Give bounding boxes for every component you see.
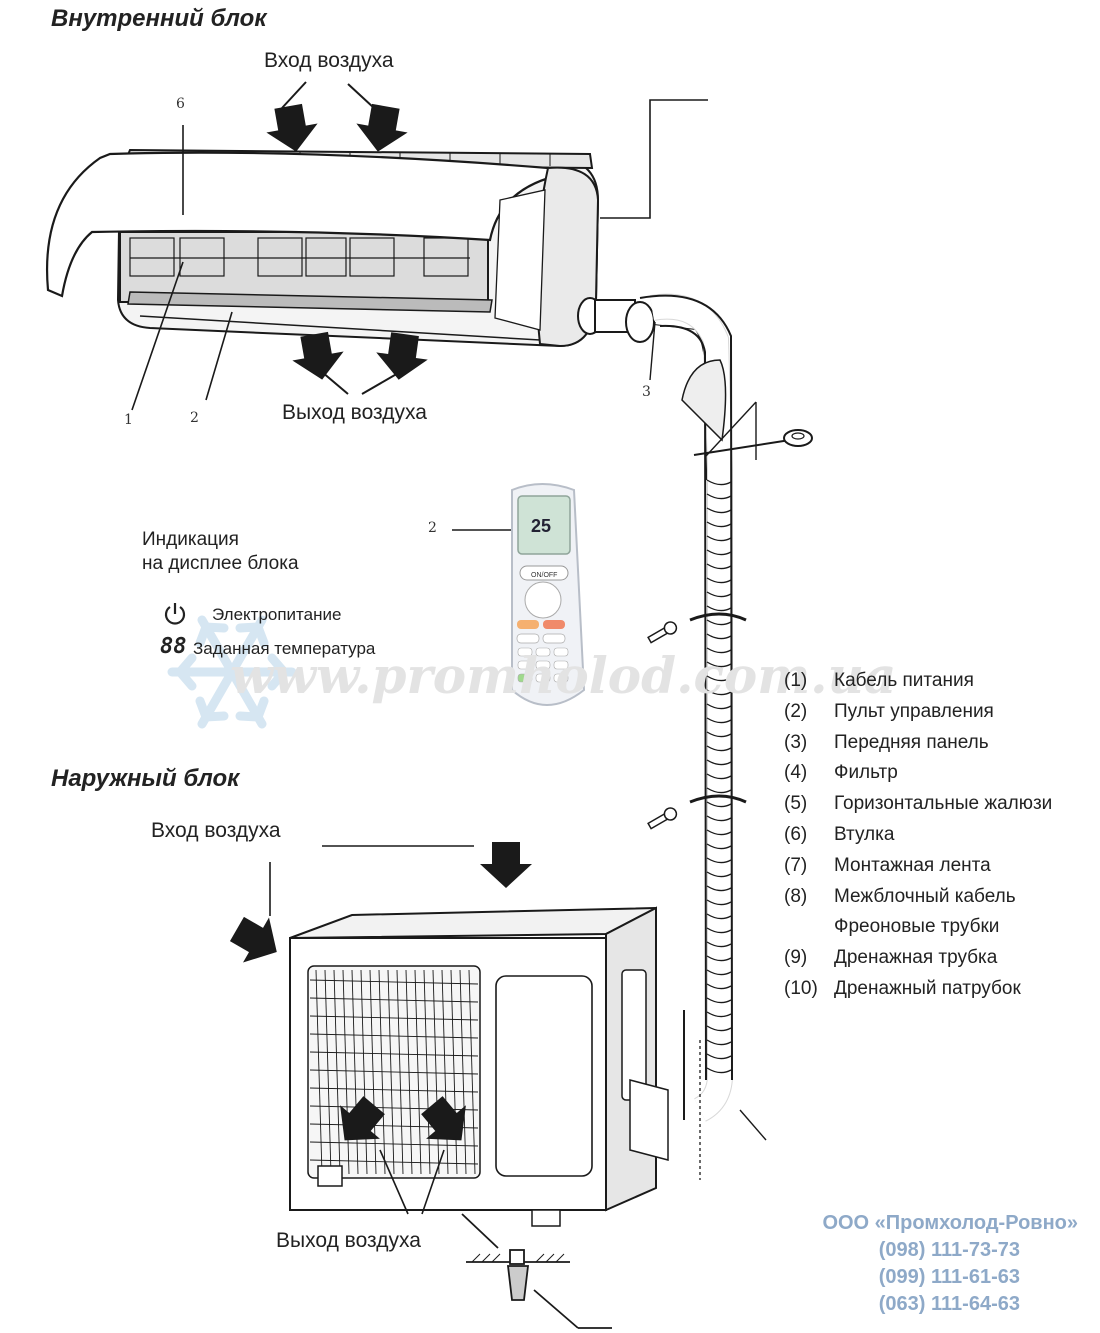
power-icon (163, 601, 187, 627)
legend-text: Горизонтальные жалюзи (834, 793, 1053, 815)
indoor-air-out-arrows (288, 329, 431, 395)
legend-text: Дренажный патрубок (834, 978, 1021, 999)
legend-number: (2) (784, 700, 808, 722)
callout-remote: 2 (428, 520, 437, 536)
legend-number: (8) (784, 885, 808, 907)
outdoor-title: Наружный блок (51, 765, 240, 792)
remote-control: 25 ON/OFF (452, 483, 586, 706)
indoor-air-in-label: Вход воздуха (264, 49, 394, 72)
legend-text: Межблочный кабель (834, 885, 1016, 907)
legend-text: Втулка (834, 824, 895, 845)
legend-number: (7) (784, 854, 808, 876)
outdoor-air-out-label: Выход воздуха (276, 1229, 421, 1252)
indication-heading-2: на дисплее блока (142, 553, 299, 574)
indoor-title: Внутренний блок (51, 5, 267, 32)
outdoor-air-arrows (223, 842, 532, 1215)
contact-phone-1: (098) 111-73-73 (878, 1239, 1020, 1261)
power-label: Электропитание (212, 605, 342, 624)
indoor-unit (46, 148, 600, 348)
wall-screws (647, 621, 678, 830)
indoor-air-in-arrows (262, 81, 412, 157)
legend-text: Монтажная лента (834, 854, 991, 876)
legend-number: (6) (784, 824, 808, 845)
svg-text:ON/OFF: ON/OFF (531, 572, 557, 579)
contact-company: ООО «Промхолод-Ровно» (822, 1212, 1078, 1234)
legend-number: (9) (784, 947, 808, 969)
outdoor-air-in-label: Вход воздуха (151, 819, 281, 842)
legend-number: (1) (784, 670, 808, 691)
contact-phone-2: (099) 111-61-63 (878, 1266, 1020, 1288)
watermark: www.promholod.com.ua (230, 646, 897, 705)
contact-phone-3: (063) 111-64-63 (878, 1293, 1020, 1315)
indication-heading-1: Индикация (142, 529, 239, 550)
legend-text: Фильтр (834, 762, 898, 784)
legend-text: Дренажная трубка (834, 947, 998, 969)
indoor-air-out-label: Выход воздуха (282, 401, 427, 424)
legend-number: (4) (784, 762, 808, 784)
legend-text: Пульт управления (834, 700, 994, 722)
snowflake-icon (167, 615, 297, 729)
legend-number: (3) (784, 731, 808, 753)
anchor-bolt (461, 1213, 612, 1329)
pipe-bundle (577, 293, 813, 1180)
remote-display-temp: 25 (531, 516, 551, 536)
legend-number: (10) (784, 978, 818, 999)
outdoor-unit (289, 906, 669, 1227)
callout-front-panel: 6 (176, 96, 185, 112)
indoor-callout-lines (131, 99, 708, 411)
legend-number: (5) (784, 793, 808, 815)
temp-display-icon: 88 (160, 634, 187, 659)
legend-text: Кабель питания (834, 670, 974, 691)
legend-text: Фреоновые трубки (834, 916, 1000, 938)
legend-text: Передняя панель (834, 731, 989, 753)
temp-label: Заданная температура (193, 639, 376, 658)
callout-filter: 1 (124, 412, 133, 428)
callout-louvers: 2 (190, 410, 199, 426)
callout-bushing: 3 (642, 384, 651, 400)
